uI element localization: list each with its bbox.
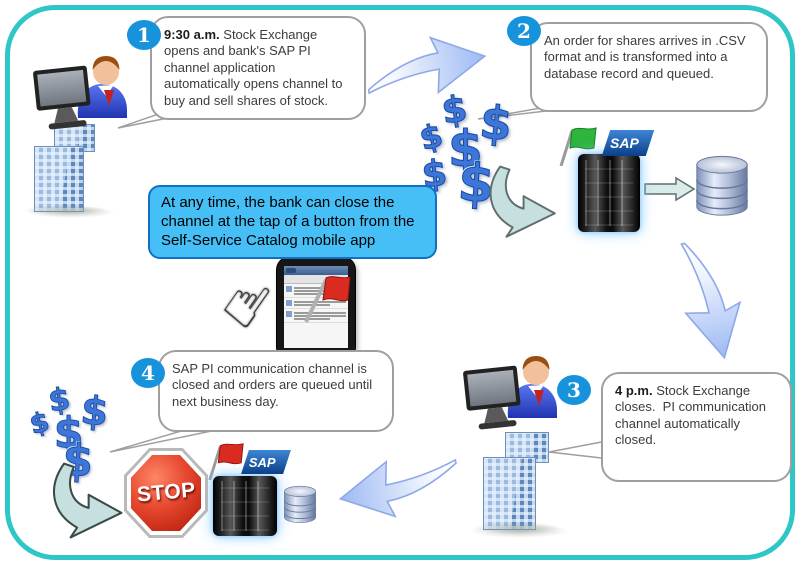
server-icon [578,154,640,232]
stop-sign-icon: STOP [124,448,208,538]
green-flag-icon [559,127,597,166]
phone-search-bar [284,275,348,284]
step-2-text: An order for shares arrives in .CSV form… [544,33,754,82]
office-building-icon [471,432,563,534]
dollar-sign: $ [415,115,447,159]
step-1-bubble: 9:30 a.m. Stock Exchange opens and bank'… [150,16,366,120]
step-1-body: Stock Exchange opens and bank's SAP PI c… [164,27,347,108]
sap-logo: SAP [601,130,655,156]
arrow-step2-to-step3-icon [680,242,742,360]
diagram-border [5,5,795,560]
sap-logo: SAP [241,450,291,474]
step-4-bubble: SAP PI communication channel is closed a… [158,350,394,432]
sap-logo-text: SAP [610,135,639,151]
arrow-step1-to-step2-icon [367,36,487,95]
list-item-icon [286,311,292,317]
building-shadow [471,522,563,534]
step-4-body: SAP PI communication channel is closed a… [172,361,376,409]
phone-app-header [284,266,348,275]
red-flag-on-phone-icon [304,276,351,323]
money-icon: $ $ $ $ $ [26,381,130,490]
person-computer-icon [463,356,557,430]
step-1-badge: 1 [127,20,161,50]
step-3-body: Stock Exchange closes. PI communication … [615,383,770,448]
server-icon [213,476,277,536]
list-item-icon [286,300,292,306]
step-3-bubble: 4 p.m. Stock Exchange closes. PI communi… [601,372,792,482]
dollar-sign: $ [26,404,53,441]
database-icon [696,155,748,216]
step-4-text: SAP PI communication channel is closed a… [172,361,380,410]
list-item-icon [286,286,292,292]
office-building-icon [24,124,108,216]
step-3-badge: 3 [557,375,591,405]
stop-sign-face: STOP [131,455,201,531]
curved-arrow-to-stop-icon [52,462,123,539]
step-2-badge: 2 [507,16,541,46]
building-main-tower [482,456,537,530]
red-flag-icon [208,443,244,480]
note-box: At any time, the bank can close the chan… [148,185,437,260]
sap-logo-text: SAP [249,454,276,470]
step-3-text: 4 p.m. Stock Exchange closes. PI communi… [615,383,778,449]
phone-list-item [284,309,348,323]
sap-server-open-group: SAP [552,118,655,236]
step-2-body: An order for shares arrives in .CSV form… [544,33,750,81]
building-shadow [24,204,108,216]
step-2-bubble: An order for shares arrives in .CSV form… [530,22,768,112]
person-computer-icon [33,56,127,130]
sap-server-closed-group: SAP [203,438,303,542]
step-3-time: 4 p.m. [615,383,653,398]
step-4-badge: 4 [131,358,165,388]
arrow-step3-to-step4-icon [338,458,457,518]
arrow-server-to-database-icon [644,176,696,202]
note-text: At any time, the bank can close the chan… [161,194,415,249]
list-item-text [294,311,346,321]
curved-arrow-to-server-icon [489,165,556,238]
database-small-icon [283,485,317,523]
step-1-time: 9:30 a.m. [164,27,220,42]
dollar-sign: $ [448,120,484,179]
building-main-tower [34,146,84,212]
stop-sign-text: STOP [135,478,197,507]
dollar-sign: $ [53,408,84,458]
step-1-text: 9:30 a.m. Stock Exchange opens and bank'… [164,27,352,109]
money-icon: $ $ $ $ $ $ [415,88,538,216]
